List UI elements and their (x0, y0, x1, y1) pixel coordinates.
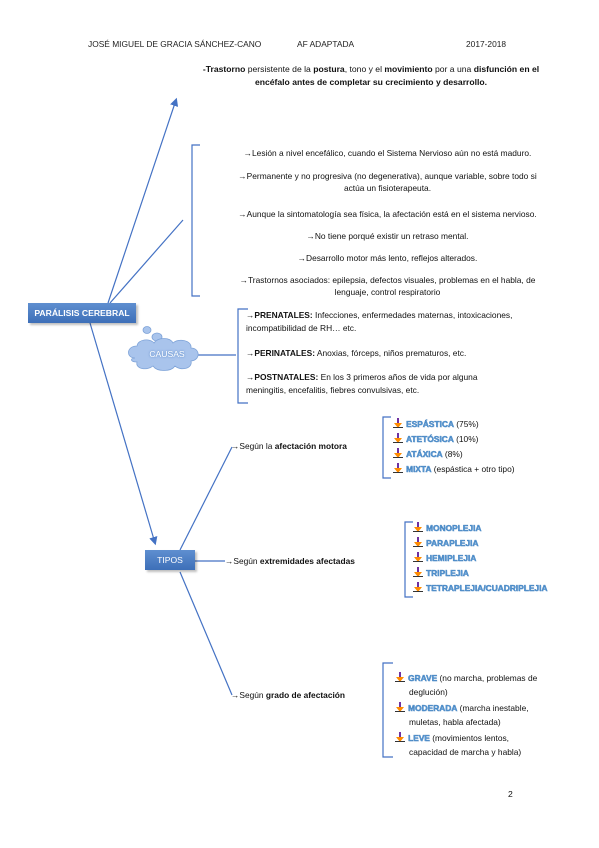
down-arrow-bullet-icon (393, 433, 403, 443)
definition-text: -Trastorno persistente de la postura, to… (202, 64, 540, 87)
list-item: TRIPLEJIA (413, 567, 469, 581)
down-arrow-bullet-icon (413, 537, 423, 547)
list-item: MONOPLEJIA (413, 522, 482, 536)
list-item: ATETÓSICA (10%) (393, 433, 478, 447)
list-item: ATÁXICA (8%) (393, 448, 463, 462)
node-tipos: TIPOS (145, 550, 195, 570)
cause-perinatales: →PERINATALES: Anoxias, fórceps, niños pr… (246, 348, 467, 358)
list-item: HEMIPLEJIA (413, 552, 476, 566)
list-item: GRAVE (no marcha, problemas de deglución… (395, 672, 537, 699)
list-item: ESPÁSTICA (75%) (393, 418, 479, 432)
down-arrow-bullet-icon (413, 567, 423, 577)
cause-postnatales: →POSTNATALES: En los 3 primeros años de … (246, 372, 478, 395)
feature-6: →Trastornos asociados: epilepsia, defect… (239, 275, 536, 297)
down-arrow-bullet-icon (393, 463, 403, 473)
feature-3: →Aunque la sintomatología sea física, la… (238, 209, 537, 219)
cause-prenatales: →PRENATALES: Infecciones, enfermedades m… (246, 310, 513, 333)
list-item: MIXTA (espástica + otro tipo) (393, 463, 515, 477)
branch-extremidades: →Según extremidades afectadas (225, 556, 355, 566)
causas-cloud (128, 326, 199, 371)
header-year: 2017-2018 (466, 39, 507, 49)
down-arrow-bullet-icon (393, 448, 403, 458)
header-author: JOSÉ MIGUEL DE GRACIA SÁNCHEZ-CANO (88, 39, 262, 49)
list-item: TETRAPLEJIA/CUADRIPLEJIA (413, 582, 548, 596)
branch-grado: →Según grado de afectación (231, 690, 346, 700)
central-node-paralisis-cerebral: PARÁLISIS CEREBRAL (28, 303, 136, 323)
feature-5: →Desarrollo motor más lento, reflejos al… (297, 253, 478, 263)
branch-afectacion-motora: →Según la afectación motora (231, 441, 347, 451)
list-item: LEVE (movimientos lentos, capacidad de m… (395, 732, 521, 759)
down-arrow-bullet-icon (395, 732, 405, 742)
down-arrow-bullet-icon (413, 552, 423, 562)
feature-4: →No tiene porqué existir un retraso ment… (306, 231, 469, 241)
feature-1: →Lesión a nivel encefálico, cuando el Si… (243, 148, 532, 158)
down-arrow-bullet-icon (413, 582, 423, 592)
down-arrow-bullet-icon (395, 672, 405, 682)
down-arrow-bullet-icon (395, 702, 405, 712)
header-course: AF ADAPTADA (297, 39, 355, 49)
causas-label: CAUSAS (149, 349, 185, 359)
feature-2: →Permanente y no progresiva (no degenera… (238, 171, 537, 193)
page-number: 2 (508, 789, 513, 799)
list-item: MODERADA (marcha inestable, muletas, hab… (395, 702, 529, 729)
list-item: PARAPLEJIA (413, 537, 479, 551)
down-arrow-bullet-icon (393, 418, 403, 428)
down-arrow-bullet-icon (413, 522, 423, 532)
